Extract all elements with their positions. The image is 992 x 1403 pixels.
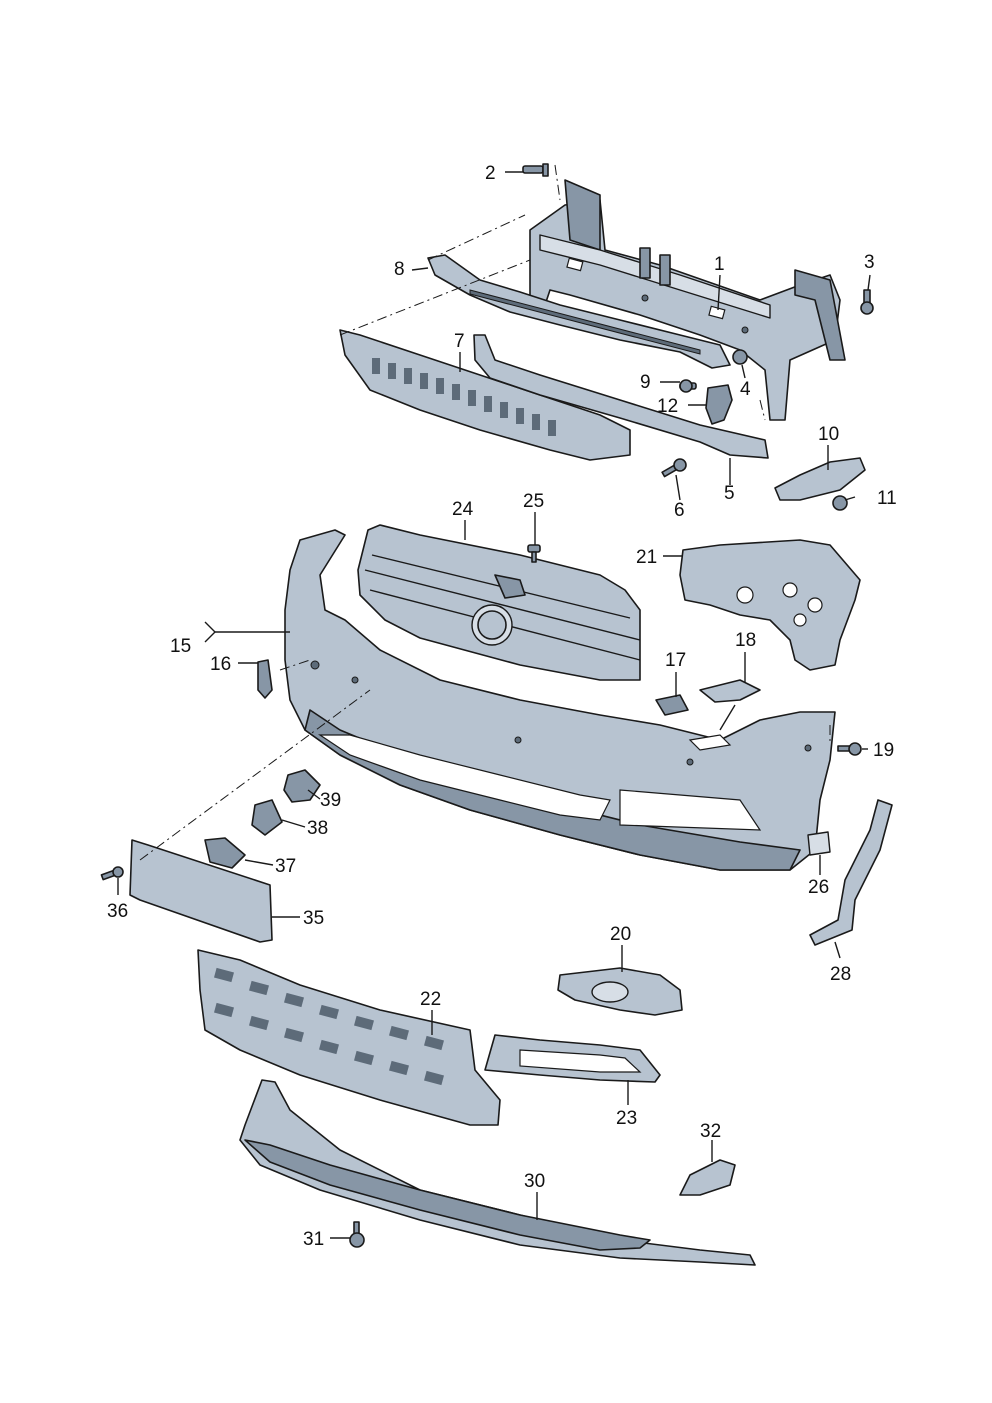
callout-24: 22: [420, 989, 441, 1010]
part-7-impact-absorber: [339, 329, 631, 461]
callout-26: 26: [808, 877, 829, 898]
callout-22: 24: [452, 499, 474, 520]
part-18-bracket: [699, 679, 761, 703]
part-39-sensor-holder: [283, 769, 321, 803]
callout-32: 32: [700, 1121, 721, 1142]
part-30-spoiler: [239, 1079, 756, 1266]
callout-35: 35: [303, 908, 324, 929]
part-9-bolt: [679, 379, 697, 393]
callout-23: 25: [523, 491, 544, 512]
callout-37: 37: [275, 856, 296, 877]
part-20-side-bracket: [679, 539, 861, 671]
callout-2: 2: [485, 163, 496, 184]
assembly-lines: [139, 164, 831, 861]
part-8-upper-guide: [427, 254, 731, 369]
part-35-plate-carrier: [129, 839, 273, 943]
part-3-bolt: [860, 289, 874, 315]
leader-lines: [117, 171, 871, 1239]
part-21-fog-grille: [557, 967, 683, 1016]
callout-18: 18: [735, 630, 756, 651]
part-36-bolt: [100, 866, 124, 881]
callout-labels: 2 3 1 8 7 9 4 12 10 11 6 5 24 25 21 15 1…: [107, 163, 897, 1250]
callout-11: 11: [877, 488, 897, 509]
part-10-bracket: [774, 457, 866, 501]
part-5-lower-guide: [473, 334, 769, 459]
callout-1: 1: [714, 254, 725, 275]
callout-8: 8: [394, 259, 405, 280]
part-31-screw: [349, 1221, 365, 1248]
callout-3: 3: [864, 252, 875, 273]
part-4-clip: [732, 349, 748, 365]
callout-19: 19: [873, 740, 894, 761]
part-2-bolt: [522, 163, 549, 177]
callout-36: 36: [107, 901, 128, 922]
part-11-nut: [832, 495, 848, 511]
callout-28: 28: [830, 964, 851, 985]
callout-17: 17: [665, 650, 686, 671]
part-23-screw: [527, 544, 541, 563]
callout-38: 38: [307, 818, 328, 839]
part-37-bracket: [204, 837, 246, 869]
callout-16: 16: [210, 654, 231, 675]
part-38-sensor: [251, 799, 283, 836]
part-6-bolt: [661, 458, 687, 478]
part-26-bracket: [807, 831, 831, 856]
callout-12: 12: [657, 396, 678, 417]
part-32-bracket: [679, 1159, 736, 1196]
part-15-bumper-cover: [284, 529, 836, 871]
callout-21: 20: [610, 924, 631, 945]
callout-30: 30: [524, 1171, 545, 1192]
part-25-trim-frame: [484, 1034, 661, 1083]
part-12-bracket: [705, 384, 733, 425]
part-17-bracket: [655, 694, 689, 716]
callout-9: 9: [640, 372, 651, 393]
part-16-cap: [257, 659, 273, 699]
callout-25: 23: [616, 1108, 637, 1129]
part-22-upper-grille: [357, 524, 641, 681]
callout-5: 5: [724, 483, 735, 504]
part-24-lower-grille: [197, 949, 501, 1126]
part-1-bumper-carrier: [529, 179, 846, 421]
part-19-screw: [837, 742, 862, 756]
callout-7: 7: [454, 331, 465, 352]
callout-31: 31: [303, 1229, 324, 1250]
callout-10: 10: [818, 424, 839, 445]
callout-6: 6: [674, 500, 685, 521]
part-28-side-trim: [809, 799, 893, 946]
callout-4: 4: [740, 379, 751, 400]
callout-15: 15: [170, 636, 191, 657]
callout-20: 21: [636, 547, 657, 568]
callout-39: 39: [320, 790, 341, 811]
